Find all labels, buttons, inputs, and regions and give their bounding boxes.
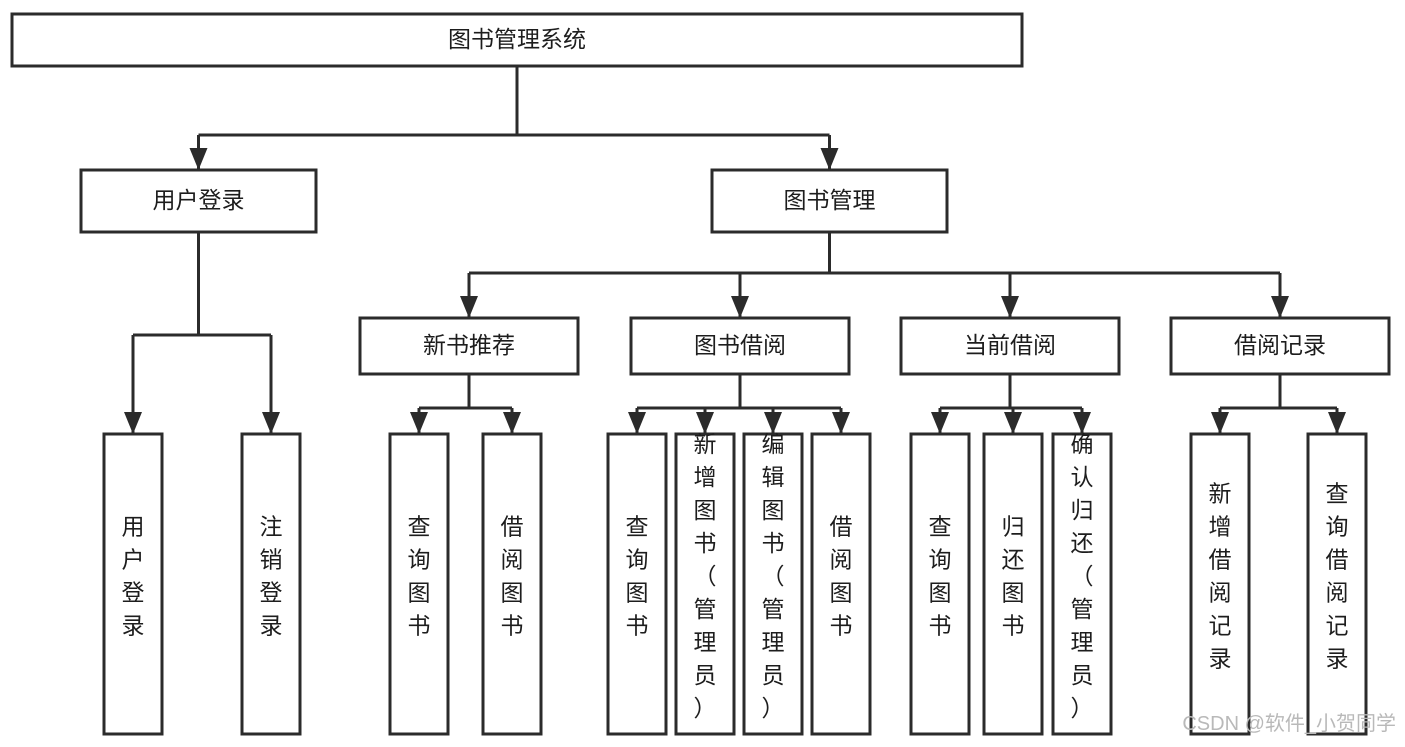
node-leaf_3[interactable]: 借阅图书 (481, 432, 543, 736)
node-leaf_5[interactable]: 新增图书（管理员） (674, 431, 736, 736)
node-label-leaf_7: 借阅图书 (830, 514, 853, 639)
node-leaf_0[interactable]: 用户登录 (102, 432, 164, 736)
node-box-l1_1[interactable] (710, 168, 949, 234)
node-box-leaf_10[interactable] (1051, 432, 1113, 736)
node-label-leaf_0: 用户登录 (122, 514, 145, 639)
node-l1_1[interactable]: 图书管理 (710, 168, 949, 234)
node-layer: 图书管理系统用户登录图书管理新书推荐图书借阅当前借阅借阅记录用户登录注销登录查询… (10, 12, 1391, 736)
connector-l2_2 (931, 374, 1091, 434)
node-box-leaf_4[interactable] (606, 432, 668, 736)
node-label-leaf_10: 确认归还（管理员） (1071, 431, 1094, 721)
node-leaf_11[interactable]: 新增借阅记录 (1189, 432, 1251, 736)
node-box-leaf_7[interactable] (810, 432, 872, 736)
node-label-leaf_4: 查询图书 (626, 514, 649, 639)
csdn-watermark: CSDN @软件_小贺同学 (1182, 712, 1396, 735)
node-leaf_9[interactable]: 归还图书 (982, 432, 1044, 736)
node-box-leaf_8[interactable] (909, 432, 971, 736)
connector-l1_1 (460, 232, 1289, 318)
node-leaf_8[interactable]: 查询图书 (909, 432, 971, 736)
node-box-leaf_3[interactable] (481, 432, 543, 736)
node-label-l2_2: 当前借阅 (964, 332, 1056, 358)
node-label-l2_0: 新书推荐 (423, 332, 515, 358)
node-box-root[interactable] (10, 12, 1024, 68)
node-box-leaf_1[interactable] (240, 432, 302, 736)
node-box-l2_0[interactable] (358, 316, 580, 376)
node-box-leaf_5[interactable] (674, 432, 736, 736)
node-label-leaf_11: 新增借阅记录 (1209, 481, 1232, 672)
node-box-l2_1[interactable] (629, 316, 851, 376)
node-box-leaf_2[interactable] (388, 432, 450, 736)
node-label-leaf_1: 注销登录 (260, 514, 283, 639)
node-l2_3[interactable]: 借阅记录 (1169, 316, 1391, 376)
connector-layer (124, 66, 1346, 434)
node-label-leaf_2: 查询图书 (408, 514, 431, 639)
node-leaf_10[interactable]: 确认归还（管理员） (1051, 431, 1113, 736)
connector-l1_0 (124, 232, 280, 434)
node-label-l2_1: 图书借阅 (694, 332, 786, 358)
node-box-leaf_9[interactable] (982, 432, 1044, 736)
node-label-leaf_5: 新增图书（管理员） (694, 431, 717, 721)
node-leaf_6[interactable]: 编辑图书（管理员） (742, 431, 804, 736)
node-root[interactable]: 图书管理系统 (10, 12, 1024, 68)
node-leaf_12[interactable]: 查询借阅记录 (1306, 432, 1368, 736)
node-l2_1[interactable]: 图书借阅 (629, 316, 851, 376)
node-label-leaf_12: 查询借阅记录 (1326, 481, 1349, 672)
node-box-l2_3[interactable] (1169, 316, 1391, 376)
node-box-leaf_11[interactable] (1189, 432, 1251, 736)
node-label-l1_1: 图书管理 (784, 187, 876, 213)
node-l2_2[interactable]: 当前借阅 (899, 316, 1121, 376)
node-label-leaf_8: 查询图书 (929, 514, 952, 639)
node-label-leaf_3: 借阅图书 (501, 514, 524, 639)
node-box-l2_2[interactable] (899, 316, 1121, 376)
node-leaf_1[interactable]: 注销登录 (240, 432, 302, 736)
node-label-l1_0: 用户登录 (153, 187, 245, 213)
node-leaf_2[interactable]: 查询图书 (388, 432, 450, 736)
connector-l2_3 (1211, 374, 1346, 434)
node-l2_0[interactable]: 新书推荐 (358, 316, 580, 376)
node-box-leaf_6[interactable] (742, 432, 804, 736)
node-box-leaf_12[interactable] (1306, 432, 1368, 736)
connector-root (189, 66, 839, 170)
node-label-leaf_9: 归还图书 (1002, 514, 1025, 639)
node-l1_0[interactable]: 用户登录 (79, 168, 318, 234)
node-leaf_4[interactable]: 查询图书 (606, 432, 668, 736)
node-leaf_7[interactable]: 借阅图书 (810, 432, 872, 736)
connector-l2_1 (628, 374, 850, 434)
node-label-l2_3: 借阅记录 (1234, 332, 1326, 358)
node-box-leaf_0[interactable] (102, 432, 164, 736)
node-label-root: 图书管理系统 (448, 26, 586, 52)
node-box-l1_0[interactable] (79, 168, 318, 234)
node-label-leaf_6: 编辑图书（管理员） (762, 431, 785, 721)
connector-l2_0 (410, 374, 521, 434)
